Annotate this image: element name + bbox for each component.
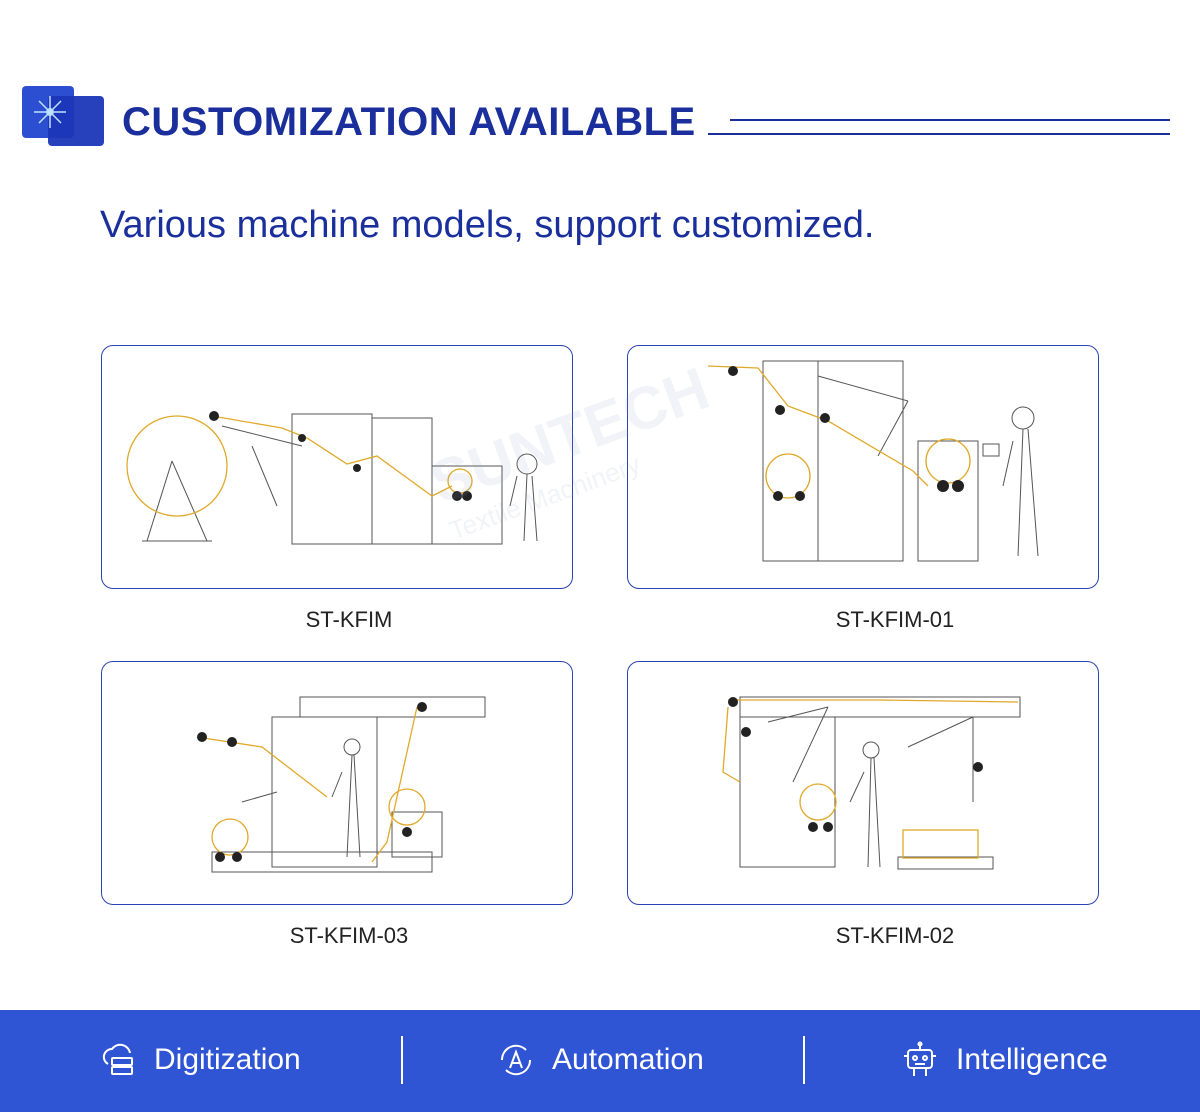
title-rule (708, 133, 1170, 135)
feature-label: Automation (552, 1043, 704, 1076)
machine-diagram (126, 411, 538, 545)
feature-label: Intelligence (956, 1043, 1108, 1076)
title-rule (730, 119, 1170, 121)
machine-diagram (707, 360, 1039, 562)
caption-st-kfim-03: ST-KFIM-03 (289, 923, 409, 948)
machine-card-st-kfim-01 (627, 345, 1099, 589)
machine-diagram (196, 696, 486, 873)
caption-st-kfim: ST-KFIM (305, 607, 393, 632)
page-subtitle: Various machine models, support customiz… (100, 204, 875, 246)
page-title: CUSTOMIZATION AVAILABLE (122, 100, 696, 144)
caption-st-kfim-01: ST-KFIM-01 (835, 607, 955, 632)
robot-icon (904, 1041, 936, 1076)
brand-logo-icon (22, 86, 104, 146)
footer-bar (0, 1010, 1200, 1112)
machine-card-st-kfim-03 (101, 661, 573, 905)
machine-card-st-kfim-02 (627, 661, 1099, 905)
automation-icon (500, 1044, 532, 1076)
feature-divider (401, 1036, 403, 1084)
feature-automation: Automation (496, 1036, 704, 1084)
feature-divider (803, 1036, 805, 1084)
feature-label: Digitization (154, 1043, 301, 1076)
machine-card-st-kfim (101, 345, 573, 589)
caption-st-kfim-02: ST-KFIM-02 (835, 923, 955, 948)
cloud-server-icon (102, 1043, 133, 1075)
feature-digitization: Digitization (98, 1036, 301, 1084)
feature-intelligence: Intelligence (900, 1036, 1108, 1084)
machine-diagram (722, 696, 1021, 870)
